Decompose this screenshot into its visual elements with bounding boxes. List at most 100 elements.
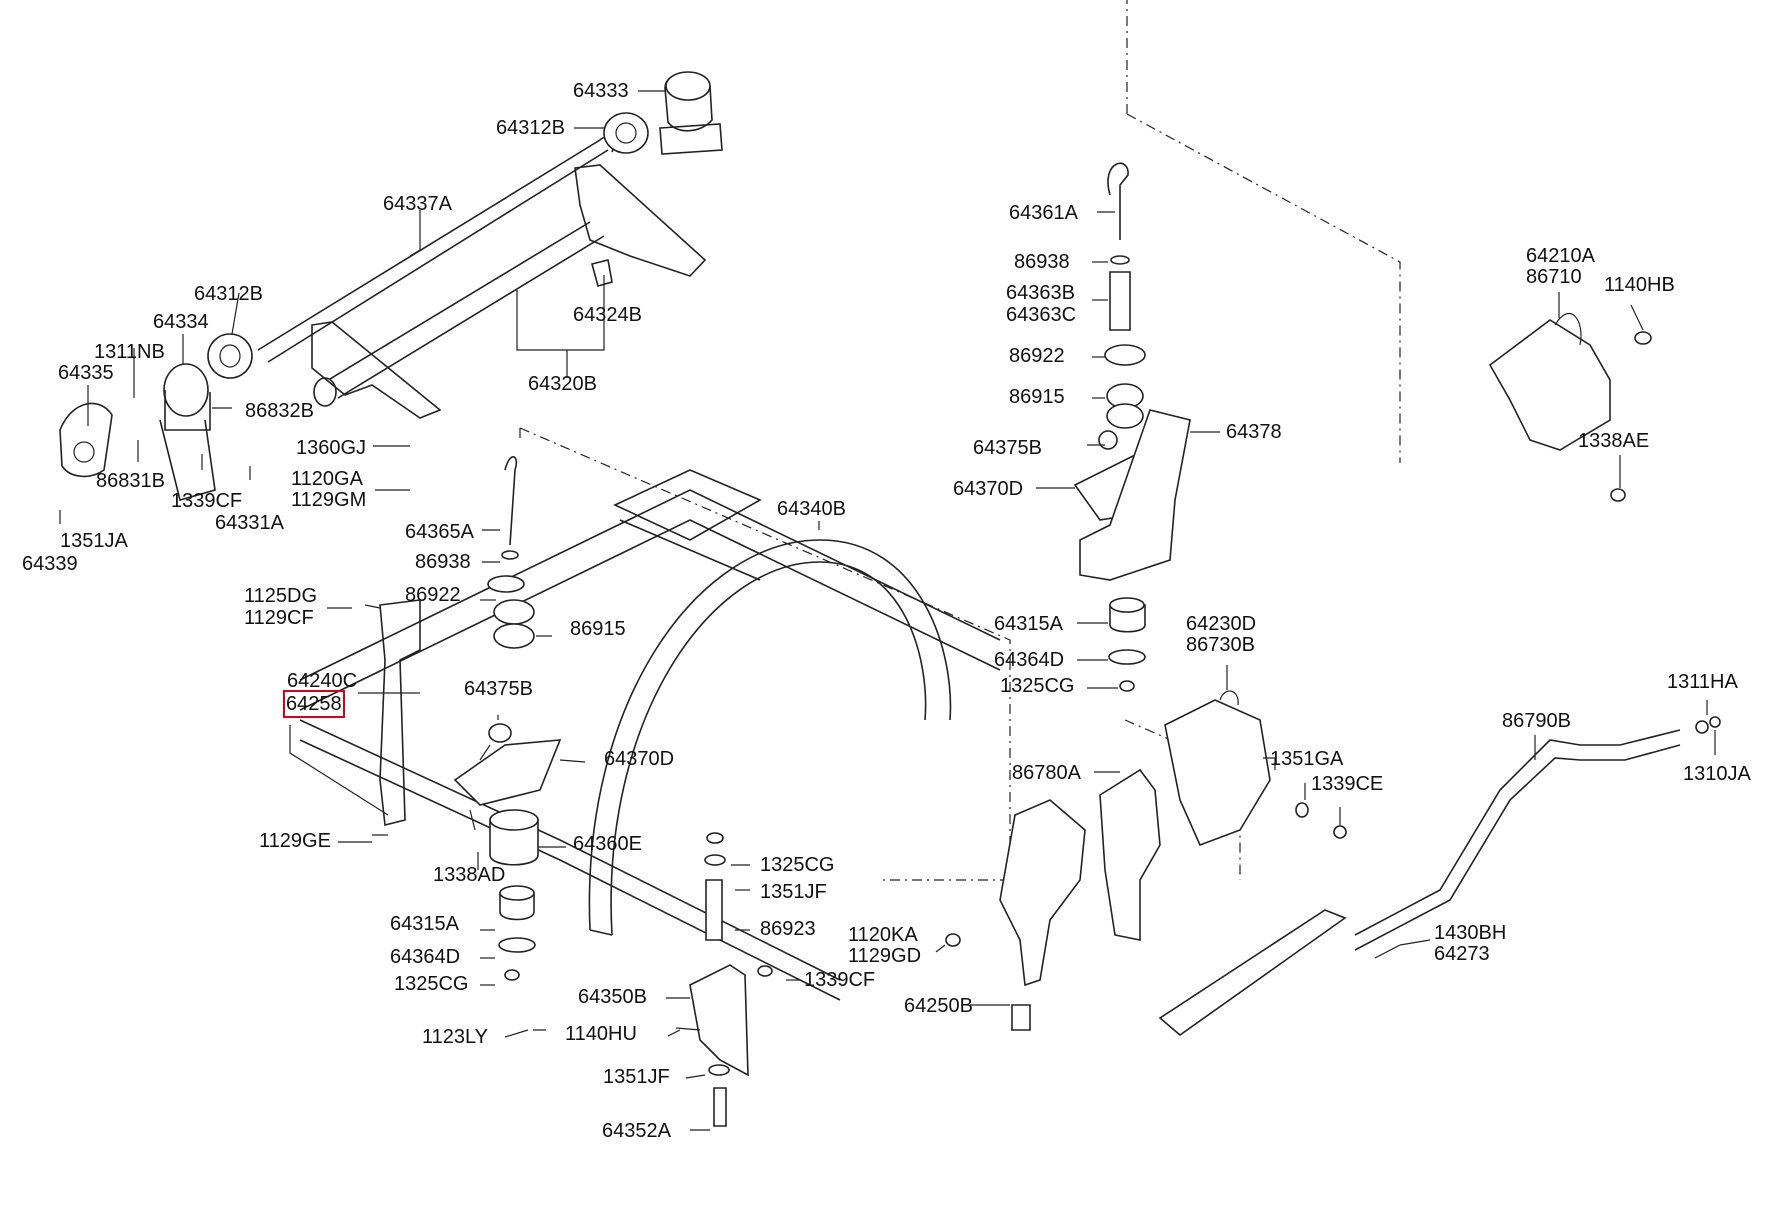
cup-64335	[59, 402, 113, 478]
label-86730B[interactable]: 86730B	[1186, 634, 1255, 656]
label-1140HU[interactable]: 1140HU	[565, 1023, 637, 1045]
label-1351JA[interactable]: 1351JA	[60, 530, 128, 552]
label-1325CG-left[interactable]: 1325CG	[394, 973, 469, 995]
label-1311HA[interactable]: 1311HA	[1667, 671, 1738, 693]
label-1120GA[interactable]: 1120GA	[291, 468, 363, 490]
hoop-64340B	[588, 539, 952, 936]
label-1351JF-low[interactable]: 1351JF	[603, 1066, 670, 1088]
lever-64250B	[999, 799, 1086, 1031]
bushing-64315A-left	[498, 885, 536, 981]
label-1430BH[interactable]: 1430BH	[1434, 922, 1507, 944]
clip-64324B	[591, 259, 613, 287]
bracket-64240C	[379, 599, 421, 826]
label-86915-right[interactable]: 86915	[1009, 386, 1065, 408]
stack-left	[487, 456, 535, 649]
label-86915-left[interactable]: 86915	[570, 618, 626, 640]
bushing-64315A-right	[1108, 597, 1146, 692]
label-86831B[interactable]: 86831B	[96, 470, 165, 492]
label-1351JF-mid[interactable]: 1351JF	[760, 881, 827, 903]
label-1125DG[interactable]: 1125DG	[244, 585, 318, 607]
label-1360GJ[interactable]: 1360GJ	[296, 437, 367, 459]
bracket-64378	[1079, 409, 1191, 581]
label-1325CG-right[interactable]: 1325CG	[1000, 675, 1075, 697]
label-64352A[interactable]: 64352A	[602, 1120, 671, 1142]
small-bolts-right	[945, 802, 1347, 947]
link-rod-lower	[1158, 909, 1347, 1037]
stud-64375B-left	[479, 723, 512, 761]
lever-86780A	[1099, 768, 1161, 941]
label-64315A-left[interactable]: 64315A	[390, 913, 459, 935]
label-64361A[interactable]: 64361A	[1009, 202, 1078, 224]
bracket-64230D	[1164, 690, 1271, 847]
label-86780A[interactable]: 86780A	[1012, 762, 1081, 784]
label-64370D-left[interactable]: 64370D	[604, 748, 675, 770]
label-64334[interactable]: 64334	[153, 311, 209, 333]
label-86923[interactable]: 86923	[760, 918, 816, 940]
label-1129GM[interactable]: 1129GM	[291, 489, 367, 511]
label-64258[interactable]: 64258	[283, 690, 345, 718]
label-86832B[interactable]: 86832B	[245, 400, 314, 422]
label-64333[interactable]: 64333	[573, 80, 629, 102]
bolt-64352A	[708, 1064, 730, 1127]
label-1129GE[interactable]: 1129GE	[259, 830, 331, 852]
label-1351GA[interactable]: 1351GA	[1270, 748, 1344, 770]
label-86938-right[interactable]: 86938	[1014, 251, 1070, 273]
label-64230D[interactable]: 64230D	[1186, 613, 1257, 635]
label-64375B-left[interactable]: 64375B	[464, 678, 533, 700]
label-64240C[interactable]: 64240C	[287, 670, 358, 692]
bracket-right-axle	[574, 164, 707, 277]
label-64339[interactable]: 64339	[22, 553, 78, 575]
spacer-86923	[705, 879, 723, 941]
label-64364D-right[interactable]: 64364D	[994, 649, 1065, 671]
label-1310JA[interactable]: 1310JA	[1683, 763, 1751, 785]
label-64320B[interactable]: 64320B	[528, 373, 597, 395]
label-64378[interactable]: 64378	[1226, 421, 1282, 443]
label-1120KA[interactable]: 1120KA	[848, 924, 918, 946]
label-64340B[interactable]: 64340B	[777, 498, 846, 520]
label-64337A[interactable]: 64337A	[383, 193, 452, 215]
rod-86790B	[1354, 716, 1721, 951]
label-64375B-right[interactable]: 64375B	[973, 437, 1042, 459]
label-1325CG-mid[interactable]: 1325CG	[760, 854, 835, 876]
label-64360E[interactable]: 64360E	[573, 833, 642, 855]
label-64312B-mid[interactable]: 64312B	[194, 283, 263, 305]
label-64250B[interactable]: 64250B	[904, 995, 973, 1017]
label-64324B[interactable]: 64324B	[573, 304, 642, 326]
label-64210A[interactable]: 64210A	[1526, 245, 1595, 267]
label-64350B[interactable]: 64350B	[578, 986, 647, 1008]
label-1338AD[interactable]: 1338AD	[433, 864, 506, 886]
label-64365A[interactable]: 64365A	[405, 521, 474, 543]
label-64273[interactable]: 64273	[1434, 943, 1490, 965]
label-1129GD[interactable]: 1129GD	[848, 945, 922, 967]
label-86922-right[interactable]: 86922	[1009, 345, 1065, 367]
label-1129CF[interactable]: 1129CF	[244, 607, 314, 629]
label-64331A[interactable]: 64331A	[215, 512, 284, 534]
label-86710[interactable]: 86710	[1526, 266, 1582, 288]
label-86790B[interactable]: 86790B	[1502, 710, 1571, 732]
label-1338AE[interactable]: 1338AE	[1578, 430, 1650, 452]
label-64335[interactable]: 64335	[58, 362, 114, 384]
pin-64273	[1374, 944, 1401, 959]
label-1339CE[interactable]: 1339CE	[1311, 773, 1384, 795]
label-1123LY[interactable]: 1123LY	[422, 1026, 488, 1048]
label-1311NB[interactable]: 1311NB	[94, 341, 165, 363]
label-64363B[interactable]: 64363B	[1006, 282, 1075, 304]
label-1339CF-left[interactable]: 1339CF	[171, 490, 243, 512]
label-1140HB[interactable]: 1140HB	[1604, 274, 1675, 296]
label-64370D-right[interactable]: 64370D	[953, 478, 1024, 500]
label-86922-left[interactable]: 86922	[405, 584, 461, 606]
bracket-64350B	[689, 964, 749, 1077]
label-64315A-right[interactable]: 64315A	[994, 613, 1063, 635]
bracket-left-axle	[311, 321, 442, 419]
label-64364D-left[interactable]: 64364D	[390, 946, 461, 968]
label-1339CF-mid[interactable]: 1339CF	[804, 969, 876, 991]
bolts-small-left	[364, 604, 701, 1031]
bushing-64360E	[489, 809, 539, 866]
plate-64370D-left	[453, 739, 562, 806]
label-64312B-top[interactable]: 64312B	[496, 117, 565, 139]
mount-64333	[659, 71, 723, 155]
label-86938-left[interactable]: 86938	[415, 551, 471, 573]
label-64363C[interactable]: 64363C	[1006, 304, 1077, 326]
stack-right	[1098, 162, 1146, 450]
tube-64320B	[313, 221, 605, 407]
